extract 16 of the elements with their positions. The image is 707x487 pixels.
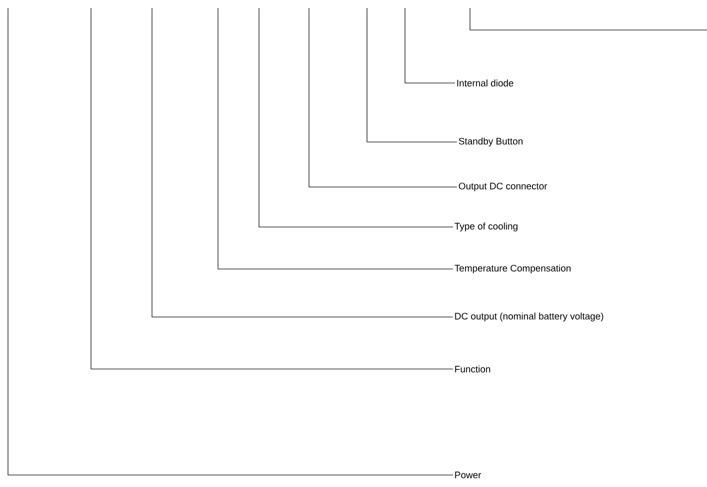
part-label: Power <box>455 472 482 478</box>
part-label: Type of cooling <box>454 222 518 232</box>
leader-line <box>152 8 454 318</box>
leader-line <box>8 8 454 476</box>
part-label: Function <box>455 366 490 372</box>
leader-line <box>218 8 454 270</box>
leader-line <box>258 8 454 228</box>
part-label: Internal diode <box>457 80 514 86</box>
leader-line <box>366 8 458 142</box>
part-label: DC output (nominal battery voltage) <box>455 312 604 322</box>
part-label: Output DC connector <box>458 182 548 192</box>
part-label: Standby Button <box>458 138 522 146</box>
leader-line <box>90 8 454 370</box>
leader-line <box>308 8 458 188</box>
leader-line <box>404 8 456 84</box>
part-label: Temperature Compensation <box>454 264 571 274</box>
